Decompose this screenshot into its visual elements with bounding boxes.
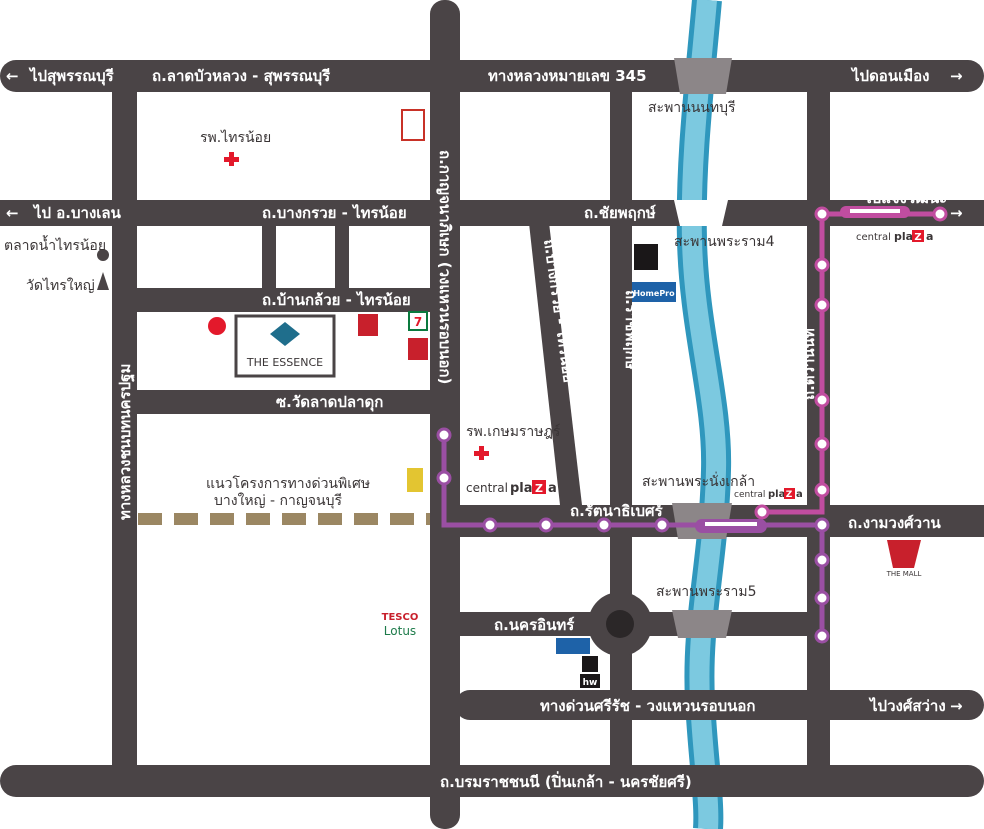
central-logo-3: central pla Z a — [734, 488, 803, 500]
purple-stations — [436, 427, 830, 644]
arrow-left-2-icon: ← — [6, 204, 19, 222]
label-ngam-wong-wan: ถ.งามวงศ์วาน — [848, 514, 942, 532]
label-ratchaphruek: ถ.ราชพฤกษ์ — [622, 290, 640, 370]
bridge-rama4 — [674, 200, 728, 226]
label-top-main: ถ.ลาดบัวหลวง - สุพรรณบุรี — [152, 67, 331, 86]
homepro-label: HomePro — [633, 289, 675, 298]
label-bridge-rama5: สะพานพระราม5 — [656, 584, 757, 600]
svg-text:a: a — [796, 489, 803, 500]
central-logo-1: central pla Z a — [856, 230, 933, 243]
crystal-logo-icon — [634, 244, 658, 270]
svg-text:central: central — [466, 481, 508, 495]
road-expressway — [455, 690, 984, 720]
road-soi-watlat — [135, 390, 435, 414]
label-bridge-nonthaburi: สะพานนนทบุรี — [648, 100, 736, 116]
label-to-wong-sawang: ไปวงศ์สว่าง — [868, 696, 946, 715]
store-logo-big-c-icon — [358, 314, 378, 336]
label-expressway-project-1: แนวโครงการทางด่วนพิเศษ — [206, 475, 370, 492]
homepro-logo-2-icon — [556, 638, 590, 654]
store-logo-big-c-2-icon — [407, 468, 423, 492]
label-nakhon-pathom: ทางหลวงชนบทนครปฐม — [116, 364, 135, 520]
crystal-logo-2-icon — [582, 656, 598, 672]
label-hospital-kasem: รพ.เกษมราษฎร์ — [466, 423, 561, 440]
label-ban-kluai: ถ.บ้านกล้วย - ไทรน้อย — [262, 290, 411, 309]
svg-text:Z: Z — [786, 490, 793, 500]
homepro-logo-icon — [632, 282, 676, 302]
road-bottom — [0, 765, 984, 797]
hw-label: hw — [583, 678, 598, 688]
arrow-right-icon: → — [950, 67, 963, 85]
arrow-right-3-icon: → — [950, 204, 963, 222]
tesco-label: TESCO — [382, 612, 419, 623]
seven-eleven-icon — [408, 311, 428, 331]
label-bridge-rama4: สะพานพระราม4 — [674, 234, 775, 250]
svg-text:pla: pla — [768, 489, 785, 500]
train-pink-icon — [840, 206, 910, 218]
market-marker-icon — [97, 249, 109, 261]
label-kanchanaphisek: ถ.กาญจนาภิเษก (วงแหวนรอบนอก) — [436, 150, 454, 384]
label-chaiyaphruek: ถ.ชัยพฤกษ์ — [584, 204, 656, 222]
pink-stations — [754, 206, 948, 520]
the-mall-logo-icon — [887, 540, 921, 568]
hospital-cross-kasem-icon — [474, 446, 489, 460]
svg-text:Z: Z — [535, 482, 543, 495]
road-ratchaphruek — [610, 90, 632, 790]
svg-text:Z: Z — [914, 232, 921, 243]
svg-text:pla: pla — [894, 230, 913, 243]
label-temple: วัดไทรใหญ่ — [26, 277, 95, 294]
svg-text:a: a — [548, 481, 557, 496]
svg-text:a: a — [926, 230, 933, 243]
road-small-2 — [335, 222, 349, 292]
arrow-right-2-icon: → — [950, 697, 963, 715]
label-hospital-sai-noi: รพ.ไทรน้อย — [200, 129, 271, 146]
road-bangkruai-diagonal — [528, 214, 582, 505]
road-kanchanaphisek — [430, 0, 460, 829]
river-inner — [681, 0, 727, 829]
seven-eleven-label: 7 — [414, 315, 422, 329]
label-tiwanon: ถ.ติวานนท์ — [800, 328, 818, 400]
svg-text:central: central — [856, 232, 891, 243]
svg-text:central: central — [734, 490, 765, 500]
label-bangkruai-sai-noi: ถ.บางกรวย - ไทรน้อย — [262, 203, 407, 222]
store-logo-red-icon — [408, 338, 428, 360]
road-bankluai — [135, 288, 435, 312]
label-top-right: ไปดอนเมือง — [850, 66, 929, 85]
location-marker-icon — [208, 317, 226, 335]
road-top — [0, 60, 984, 92]
lotus-label: Lotus — [384, 624, 416, 638]
road-small-1 — [262, 222, 276, 292]
label-expressway-project-2: บางใหญ่ - กาญจนบุรี — [214, 492, 342, 509]
label-bridge-phra-nangklao: สะพานพระนั่งเกล้า — [642, 472, 755, 490]
hospital-cross-icon — [224, 152, 239, 166]
label-soi-wat: ซ.วัดลาดปลาดุก — [276, 393, 383, 412]
arrow-left-icon: ← — [6, 67, 19, 85]
pink-line — [762, 211, 940, 515]
the-mall-label: THE MALL — [886, 570, 922, 578]
label-nakhon-in: ถ.นครอินทร์ — [494, 616, 575, 634]
label-top-highway: ทางหลวงหมายเลข 345 — [488, 67, 647, 85]
label-bangkruai-left: ไป อ.บางเลน — [32, 203, 122, 222]
essence-label: THE ESSENCE — [246, 356, 323, 369]
svg-text:pla: pla — [510, 481, 533, 496]
train-purple-icon — [695, 519, 767, 533]
label-chaeng-watthana: ไปแจ้งวัฒนะ — [862, 188, 947, 207]
hw-logo-icon — [580, 674, 600, 688]
essence-logo-icon — [270, 322, 300, 346]
roundabout-center — [606, 610, 634, 638]
label-market: ตลาดน้ำไทรน้อย — [4, 235, 106, 254]
bridge-rama5 — [672, 610, 732, 638]
road-nakhon-pathom — [112, 90, 137, 780]
label-bottom-main: ถ.บรมราชชนนี (ปิ่นเกล้า - นครชัยศรี) — [440, 771, 692, 791]
central-logo-2: central pla Z a — [466, 480, 557, 496]
store-logo-sainoi-icon — [401, 109, 425, 141]
bridge-nonthaburi — [674, 58, 732, 94]
label-ratanathibet: ถ.รัตนาธิเบศร์ — [570, 502, 664, 520]
temple-icon — [97, 272, 109, 290]
label-top-left: ไปสุพรรณบุรี — [28, 66, 115, 86]
label-expressway: ทางด่วนศรีรัช - วงแหวนรอบนอก — [540, 697, 755, 715]
